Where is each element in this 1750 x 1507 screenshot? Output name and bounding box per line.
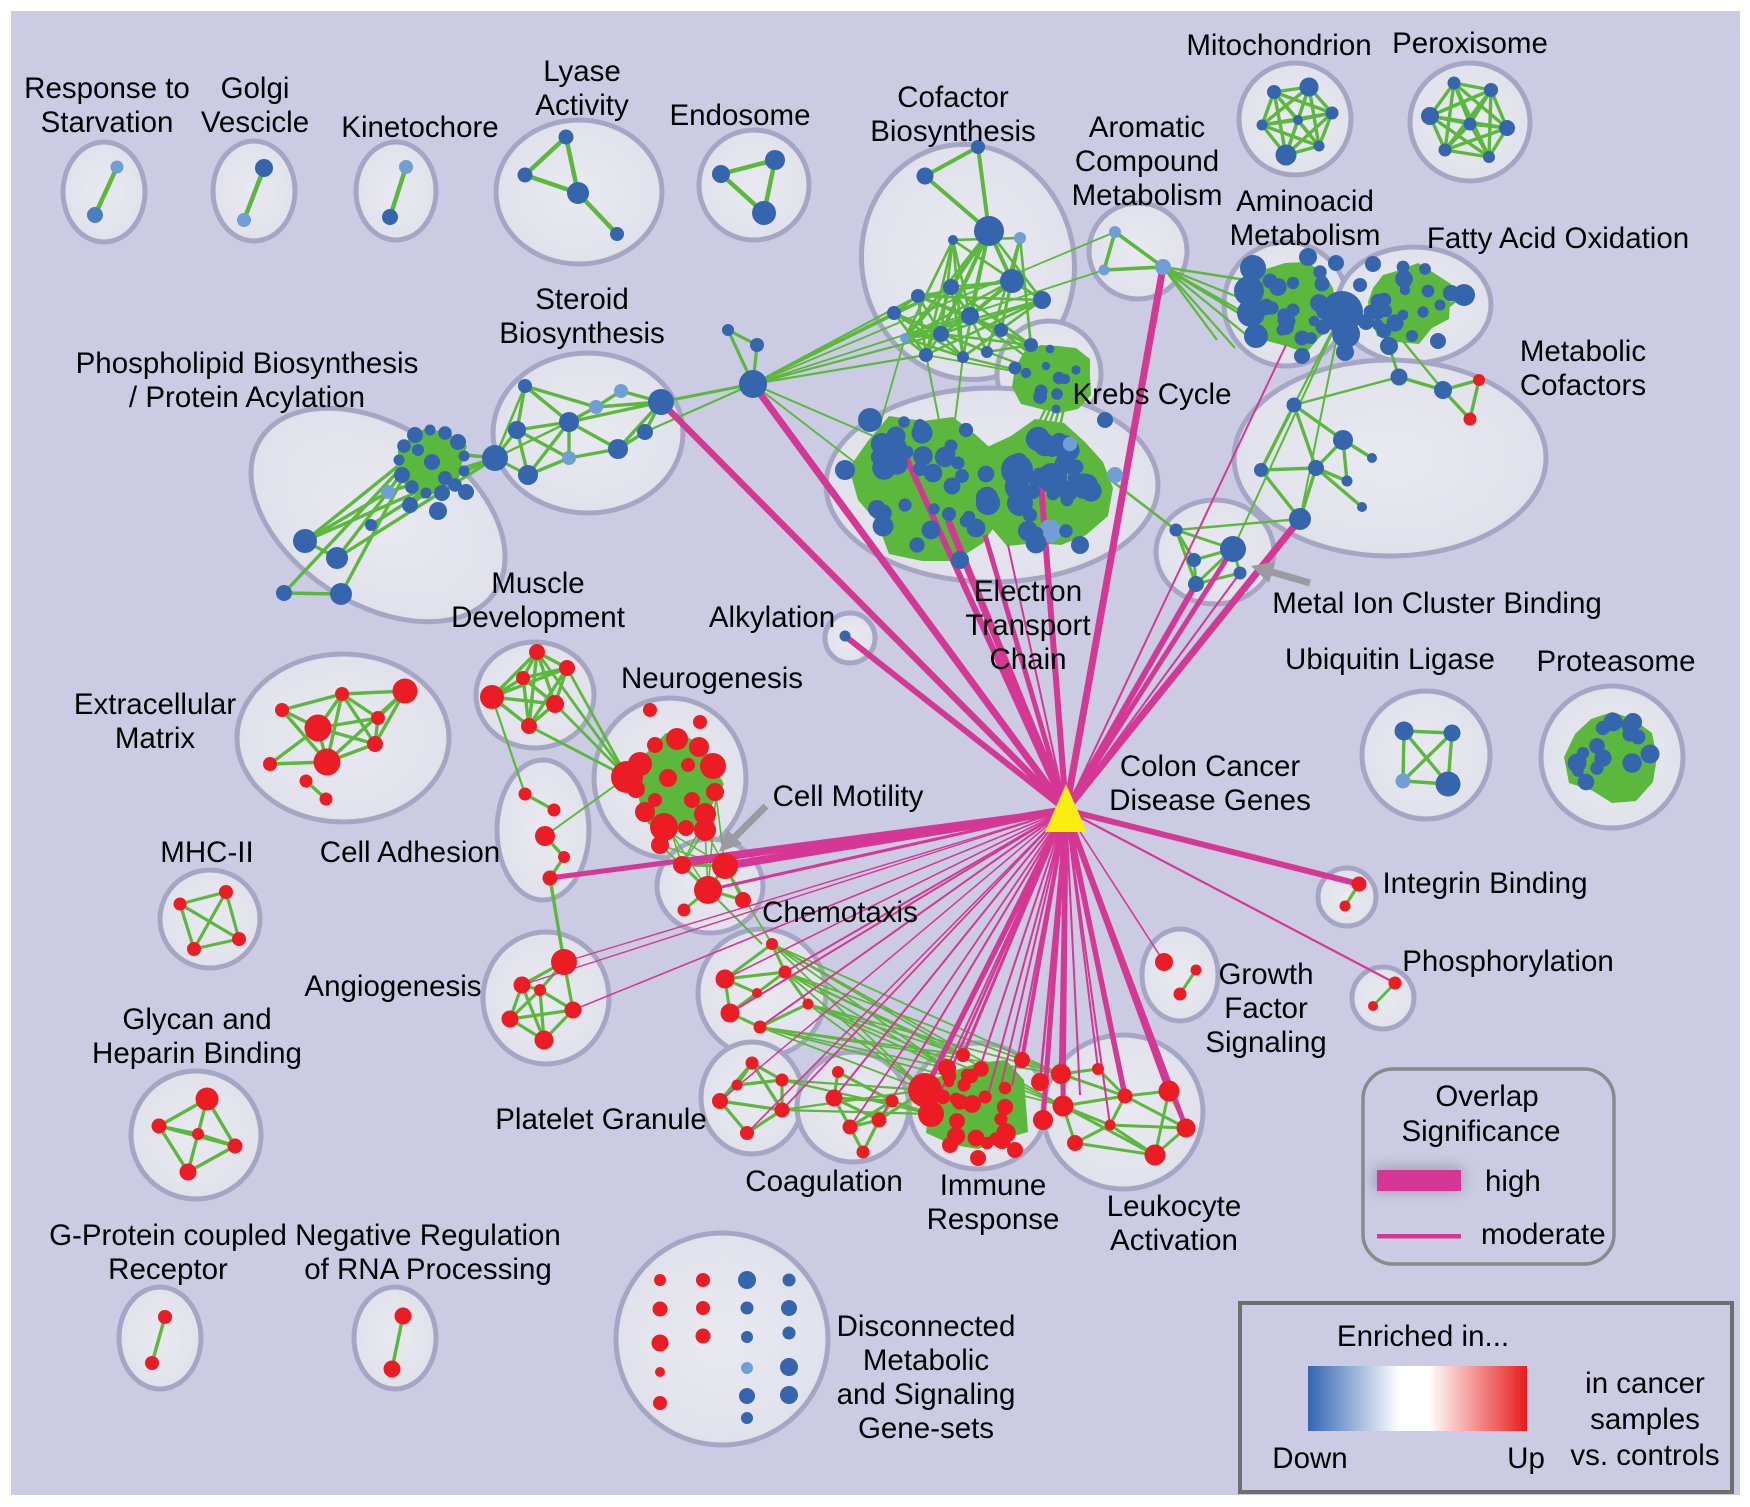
svg-text:Extracellular: Extracellular [74,688,236,721]
svg-text:Neurogenesis: Neurogenesis [621,662,803,695]
svg-text:Metal Ion Cluster Binding: Metal Ion Cluster Binding [1272,587,1602,620]
svg-text:Metabolic: Metabolic [863,1344,989,1377]
svg-text:Coagulation: Coagulation [745,1165,902,1198]
svg-text:Glycan and: Glycan and [122,1003,271,1036]
svg-text:Biosynthesis: Biosynthesis [499,317,665,350]
svg-text:Peroxisome: Peroxisome [1392,27,1548,60]
svg-text:Enriched in...: Enriched in... [1337,1320,1509,1353]
svg-text:Cell Adhesion: Cell Adhesion [320,836,500,869]
svg-text:Starvation: Starvation [41,106,174,139]
svg-text:Phospholipid Biosynthesis: Phospholipid Biosynthesis [76,347,419,380]
svg-text:Matrix: Matrix [115,722,196,755]
svg-text:Cofactor: Cofactor [897,81,1009,114]
svg-text:Ubiquitin Ligase: Ubiquitin Ligase [1285,643,1495,676]
svg-text:moderate: moderate [1481,1218,1606,1251]
svg-text:Endosome: Endosome [669,99,810,132]
svg-text:Angiogenesis: Angiogenesis [304,970,481,1003]
svg-text:and Signaling: and Signaling [837,1378,1016,1411]
svg-text:Alkylation: Alkylation [709,601,835,634]
svg-text:Factor: Factor [1224,992,1308,1025]
svg-text:Overlap: Overlap [1435,1080,1538,1113]
svg-text:MHC-II: MHC-II [160,836,253,869]
svg-text:high: high [1485,1165,1541,1198]
svg-text:Disease Genes: Disease Genes [1109,784,1311,817]
svg-text:Fatty Acid Oxidation: Fatty Acid Oxidation [1427,222,1689,255]
svg-text:Development: Development [451,601,625,634]
svg-text:Mitochondrion: Mitochondrion [1186,29,1371,62]
svg-text:Negative Regulation: Negative Regulation [295,1219,561,1252]
svg-text:Integrin Binding: Integrin Binding [1382,867,1587,900]
svg-text:Platelet Granule: Platelet Granule [495,1103,707,1136]
svg-text:Gene-sets: Gene-sets [858,1412,994,1445]
svg-text:Metabolic: Metabolic [1520,335,1646,368]
svg-text:Disconnected: Disconnected [837,1310,1016,1343]
svg-text:Kinetochore: Kinetochore [341,111,498,144]
svg-text:of RNA Processing: of RNA Processing [304,1253,552,1286]
svg-text:Proteasome: Proteasome [1536,645,1695,678]
svg-text:Chemotaxis: Chemotaxis [762,896,918,929]
svg-text:Response: Response [927,1203,1060,1236]
svg-text:Phosphorylation: Phosphorylation [1402,945,1614,978]
svg-text:Cell Motility: Cell Motility [773,780,924,813]
svg-text:Metabolism: Metabolism [1230,219,1381,252]
svg-text:Transport: Transport [965,609,1090,642]
svg-text:/ Protein Acylation: / Protein Acylation [129,381,365,414]
svg-text:Activation: Activation [1110,1224,1238,1257]
svg-text:Growth: Growth [1218,958,1313,991]
svg-text:Up: Up [1507,1442,1545,1475]
svg-text:Muscle: Muscle [491,567,584,600]
svg-text:G-Protein coupled: G-Protein coupled [49,1219,287,1252]
svg-text:Golgi: Golgi [221,72,290,105]
svg-text:Colon Cancer: Colon Cancer [1120,750,1301,783]
svg-text:Receptor: Receptor [108,1253,228,1286]
svg-text:Vescicle: Vescicle [201,106,309,139]
svg-text:vs. controls: vs. controls [1570,1439,1719,1472]
svg-text:Metabolism: Metabolism [1072,179,1223,212]
svg-text:Response to: Response to [24,72,190,105]
svg-text:Leukocyte: Leukocyte [1107,1190,1241,1223]
svg-text:Down: Down [1272,1442,1347,1475]
svg-text:Heparin Binding: Heparin Binding [92,1037,302,1070]
svg-text:Chain: Chain [989,643,1066,676]
svg-text:Electron: Electron [974,575,1082,608]
svg-text:Aminoacid: Aminoacid [1236,185,1374,218]
svg-text:samples: samples [1590,1403,1700,1436]
svg-text:Activity: Activity [535,89,629,122]
svg-text:Lyase: Lyase [543,55,621,88]
svg-text:Krebs Cycle: Krebs Cycle [1072,378,1231,411]
svg-text:Steroid: Steroid [535,283,628,316]
svg-text:Immune: Immune [940,1169,1047,1202]
svg-text:Aromatic: Aromatic [1089,111,1205,144]
svg-text:Significance: Significance [1401,1115,1560,1148]
svg-text:Signaling: Signaling [1205,1026,1326,1059]
svg-text:Biosynthesis: Biosynthesis [870,115,1036,148]
svg-text:Compound: Compound [1075,145,1219,178]
svg-text:Cofactors: Cofactors [1520,369,1646,402]
svg-text:in cancer: in cancer [1585,1367,1705,1400]
